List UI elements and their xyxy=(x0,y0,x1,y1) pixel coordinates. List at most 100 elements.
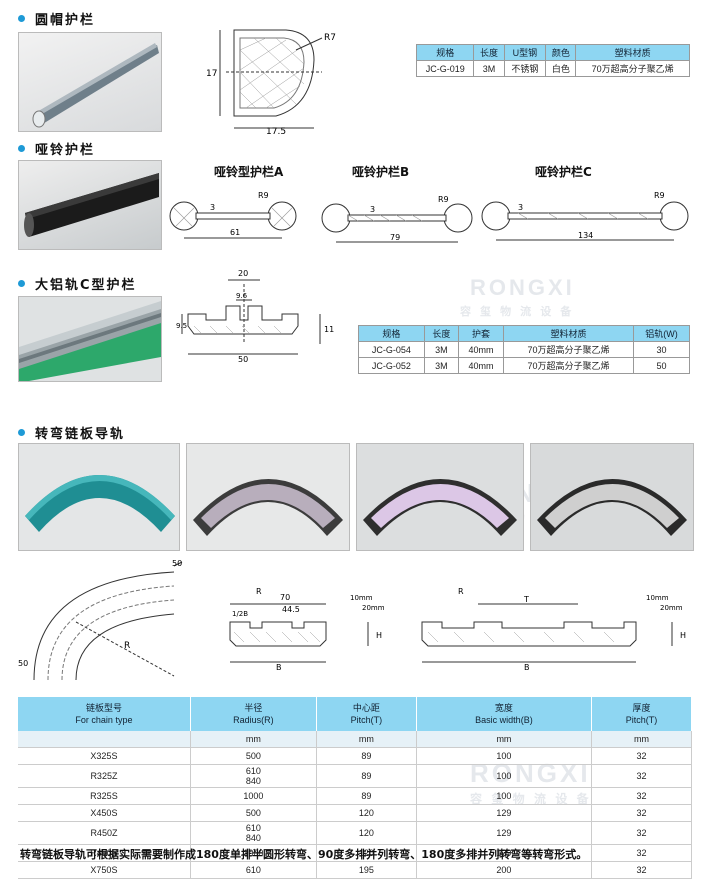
svg-text:9.5: 9.5 xyxy=(176,322,187,330)
dumbbell-b-title: 哑铃护栏B xyxy=(352,165,410,179)
curve-guide-photo-2 xyxy=(186,443,350,551)
dumbbell-guardrail-photo xyxy=(18,160,162,250)
svg-text:3: 3 xyxy=(370,205,375,214)
section-title-curve-guide: 转弯链板导轨 xyxy=(18,423,125,442)
table-cell: 32 xyxy=(591,821,692,845)
table-cell: 100 xyxy=(416,747,593,765)
svg-text:3: 3 xyxy=(518,203,523,212)
svg-text:T: T xyxy=(523,595,529,604)
svg-text:70: 70 xyxy=(280,593,290,602)
section-title-round-cap: 圆帽护栏 xyxy=(18,9,95,28)
bullet-icon xyxy=(18,15,25,22)
table-cell: 32 xyxy=(591,844,692,862)
curve-profile-diagram-b: R T B H 10mm 20mm xyxy=(421,587,686,672)
table-cell: X450S xyxy=(18,804,191,822)
table-cell: 610 840 xyxy=(190,821,317,845)
table-cell: 89 xyxy=(316,747,417,765)
bullet-icon xyxy=(18,429,25,436)
dim-radius: R7 xyxy=(324,33,336,43)
bullet-icon xyxy=(18,280,25,287)
table-cell: 500 xyxy=(190,747,317,765)
table-cell: 500 xyxy=(190,804,317,822)
curve-guide-photo-3 xyxy=(356,443,524,551)
dumbbell-c-diagram: 134 3 R9 xyxy=(481,191,689,241)
dumbbell-a-title: 哑铃型护栏A xyxy=(214,165,284,179)
bullet-icon xyxy=(18,145,25,152)
table-cell: R450S xyxy=(18,844,191,862)
table-cell: 1000 xyxy=(190,844,317,862)
svg-text:50: 50 xyxy=(238,355,248,364)
dumbbell-a-diagram: 61 3 R9 xyxy=(169,191,297,239)
svg-text:R: R xyxy=(256,587,262,596)
svg-text:9.6: 9.6 xyxy=(236,292,248,300)
svg-text:1/2B: 1/2B xyxy=(232,610,248,618)
svg-text:20mm: 20mm xyxy=(362,604,385,612)
dumbbell-c-title: 哑铃护栏C xyxy=(535,165,592,179)
table-cell: 129 xyxy=(416,844,593,862)
round-cap-guardrail-photo xyxy=(18,32,162,132)
svg-text:20: 20 xyxy=(238,269,248,278)
svg-text:R9: R9 xyxy=(258,191,269,200)
curve-guide-photo-4 xyxy=(530,443,694,551)
table-cell: 89 xyxy=(316,764,417,788)
table-cell: 610 840 xyxy=(190,764,317,788)
dumbbell-b-diagram: 79 3 R9 xyxy=(321,195,473,243)
svg-text:50: 50 xyxy=(172,559,182,568)
table-cell: X325S xyxy=(18,747,191,765)
table-cell: 32 xyxy=(591,804,692,822)
curve-plan-diagram: 50 50 R xyxy=(18,559,183,681)
svg-text:B: B xyxy=(276,663,282,672)
table-cell: R325Z xyxy=(18,764,191,788)
table-cell: 89 xyxy=(316,787,417,805)
svg-text:R9: R9 xyxy=(438,195,449,204)
table-cell: 32 xyxy=(591,747,692,765)
watermark-brand: RONGXI xyxy=(470,275,575,300)
svg-text:20mm: 20mm xyxy=(660,604,683,612)
table-cell: 120 xyxy=(316,844,417,862)
c-rail-guardrail-photo xyxy=(18,296,162,382)
table-cell: 100 xyxy=(416,764,593,788)
table-cell: 120 xyxy=(316,804,417,822)
curve-guide-photo-1 xyxy=(18,443,180,551)
table-cell: 129 xyxy=(416,804,593,822)
section-title-c-rail: 大铝轨C型护栏 xyxy=(18,274,137,293)
table-cell: 32 xyxy=(591,787,692,805)
curve-profile-diagram-a: R 70 44.5 1/2B B H 10mm 20mm xyxy=(229,587,385,672)
svg-text:H: H xyxy=(680,631,686,640)
watermark-cn: 容 玺 物 流 设 备 xyxy=(460,306,575,318)
table-cell: R450Z xyxy=(18,821,191,845)
c-rail-profile-diagram: 20 9.6 9.5 11 50 xyxy=(176,269,334,364)
table-cell: 100 xyxy=(416,787,593,805)
table-cell: 1000 xyxy=(190,787,317,805)
svg-text:79: 79 xyxy=(390,233,400,242)
table-cell: 120 xyxy=(316,821,417,845)
round-cap-profile-diagram: 17 17.5 R7 xyxy=(206,29,336,135)
table-cell: R325S xyxy=(18,787,191,805)
footer-note: 转弯链板导轨可根据实际需要制作成180度单排半圆形转弯、90度多排并列转弯、18… xyxy=(20,848,588,861)
svg-text:10mm: 10mm xyxy=(646,594,669,602)
svg-text:R: R xyxy=(124,641,130,651)
svg-text:11: 11 xyxy=(324,325,334,334)
svg-text:H: H xyxy=(376,631,382,640)
svg-text:61: 61 xyxy=(230,228,240,237)
section-title-dumbbell: 哑铃护栏 xyxy=(18,139,95,158)
svg-text:B: B xyxy=(524,663,530,672)
svg-text:134: 134 xyxy=(578,231,593,240)
svg-text:10mm: 10mm xyxy=(350,594,373,602)
dim-height: 17 xyxy=(206,69,217,79)
